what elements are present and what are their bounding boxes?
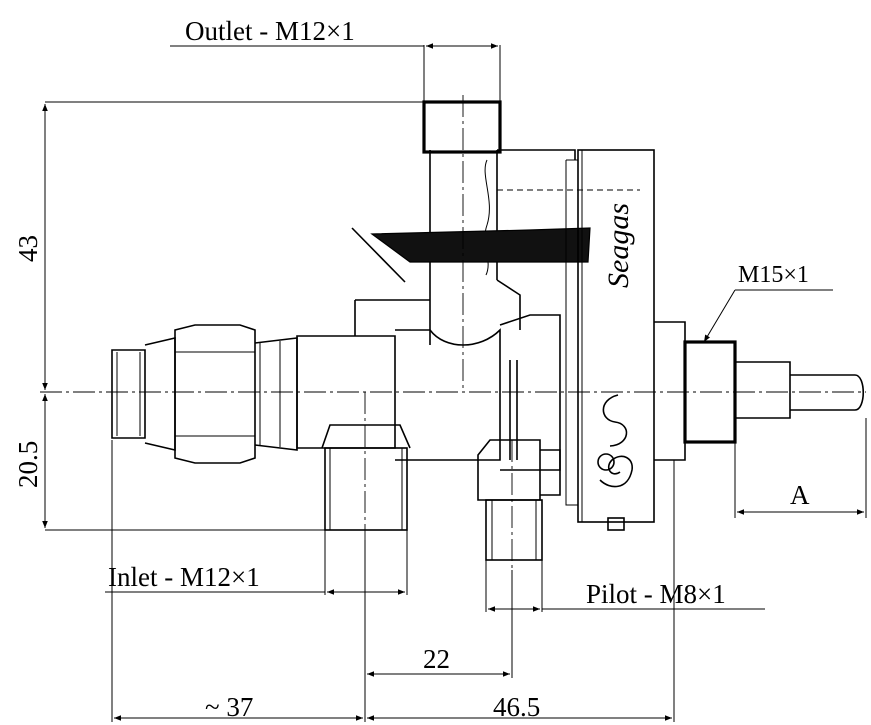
valve-body <box>40 95 866 570</box>
pilot-label: Pilot - M8×1 <box>586 579 726 609</box>
inlet-fitting <box>324 447 408 531</box>
dimension-lines <box>42 43 867 722</box>
dimension-22: 22 <box>423 644 450 674</box>
seagas-logo-icon <box>597 394 633 488</box>
seagas-plate <box>577 149 655 523</box>
brand-label: Seagas <box>602 203 635 288</box>
dimension-37: ~ 37 <box>205 692 253 722</box>
inlet-label: Inlet - M12×1 <box>108 562 260 592</box>
m15-thread-label: M15×1 <box>738 262 809 288</box>
dimension-46-5: 46.5 <box>493 692 540 722</box>
outlet-fitting <box>422 100 502 154</box>
pilot-fitting <box>485 499 543 561</box>
lever-arm <box>370 227 591 263</box>
dimension-43: 43 <box>13 235 43 262</box>
dimension-a: A <box>790 480 810 510</box>
outlet-label: Outlet - M12×1 <box>185 16 355 46</box>
dimension-20-5: 20.5 <box>13 441 43 488</box>
